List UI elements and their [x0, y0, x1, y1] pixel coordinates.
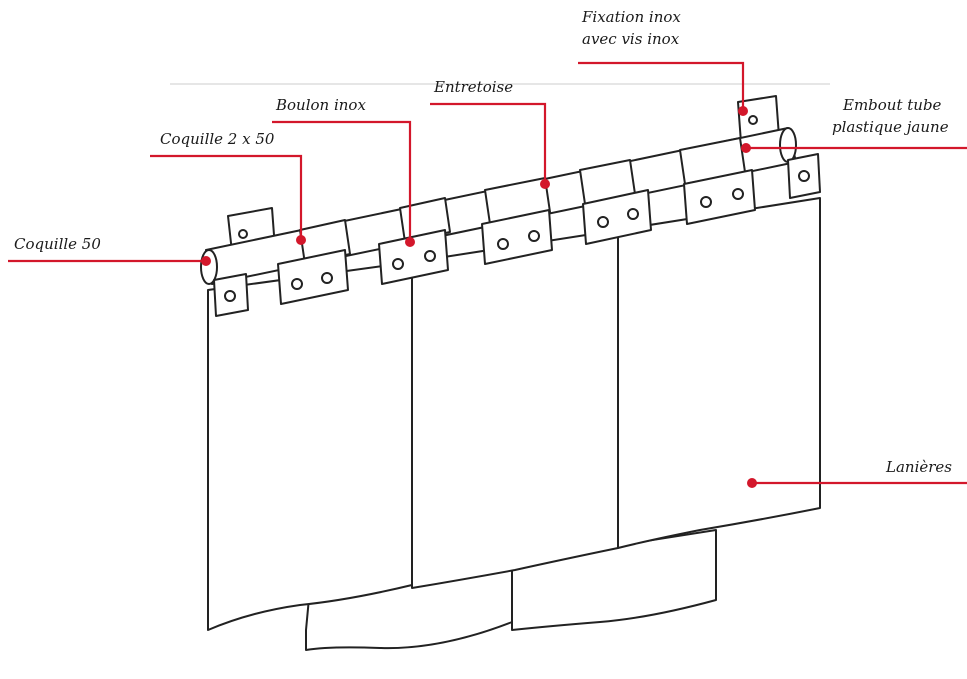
bolt [748, 115, 758, 125]
bolt [321, 272, 333, 284]
bolt [700, 196, 712, 208]
leader-dot [540, 179, 550, 189]
leader-entretoise [430, 102, 547, 184]
leader-dot [747, 478, 757, 488]
leader-dot [296, 235, 306, 245]
bolt [224, 290, 236, 302]
tab-4 [481, 209, 553, 265]
bolt [597, 216, 609, 228]
bolt [291, 278, 303, 290]
label-fixation-line-2: avec vis inox [582, 30, 680, 48]
leader-boulon [272, 120, 412, 242]
tab-6 [683, 169, 756, 225]
leader-dot [741, 143, 751, 153]
tab-5 [582, 189, 652, 245]
bolt [424, 250, 436, 262]
leader-coquille-2x50 [150, 154, 303, 240]
lanieres-strip-2 [411, 229, 619, 589]
leader-lines [8, 61, 967, 485]
leader-dots [201, 106, 757, 488]
lanieres-strip-3 [617, 197, 821, 549]
bolt [238, 229, 248, 239]
leader-fixation [578, 61, 745, 111]
tab-2 [277, 249, 349, 305]
label-fixation-line-1: Fixation inox [582, 8, 681, 26]
bolt [798, 170, 810, 182]
bolt [528, 230, 540, 242]
label-boulon: Boulon inox [276, 96, 366, 114]
bolt [497, 238, 509, 250]
leader-dot [405, 237, 415, 247]
label-coquille-50: Coquille 50 [14, 235, 101, 253]
embout-endcap [779, 127, 797, 163]
label-embout-line-1: Embout tube [843, 96, 942, 114]
bolt [732, 188, 744, 200]
label-coquille-2x50: Coquille 2 x 50 [160, 130, 275, 148]
bolt [392, 258, 404, 270]
leader-dot [738, 106, 748, 116]
lanieres-strip-1 [207, 261, 413, 631]
leader-dot [201, 256, 211, 266]
label-embout-line-2: plastique jaune [832, 118, 949, 136]
label-lanieres: Lanières [886, 458, 952, 476]
tab-3 [378, 229, 449, 285]
bolt [627, 208, 639, 220]
label-entretoise: Entretoise [434, 78, 514, 96]
